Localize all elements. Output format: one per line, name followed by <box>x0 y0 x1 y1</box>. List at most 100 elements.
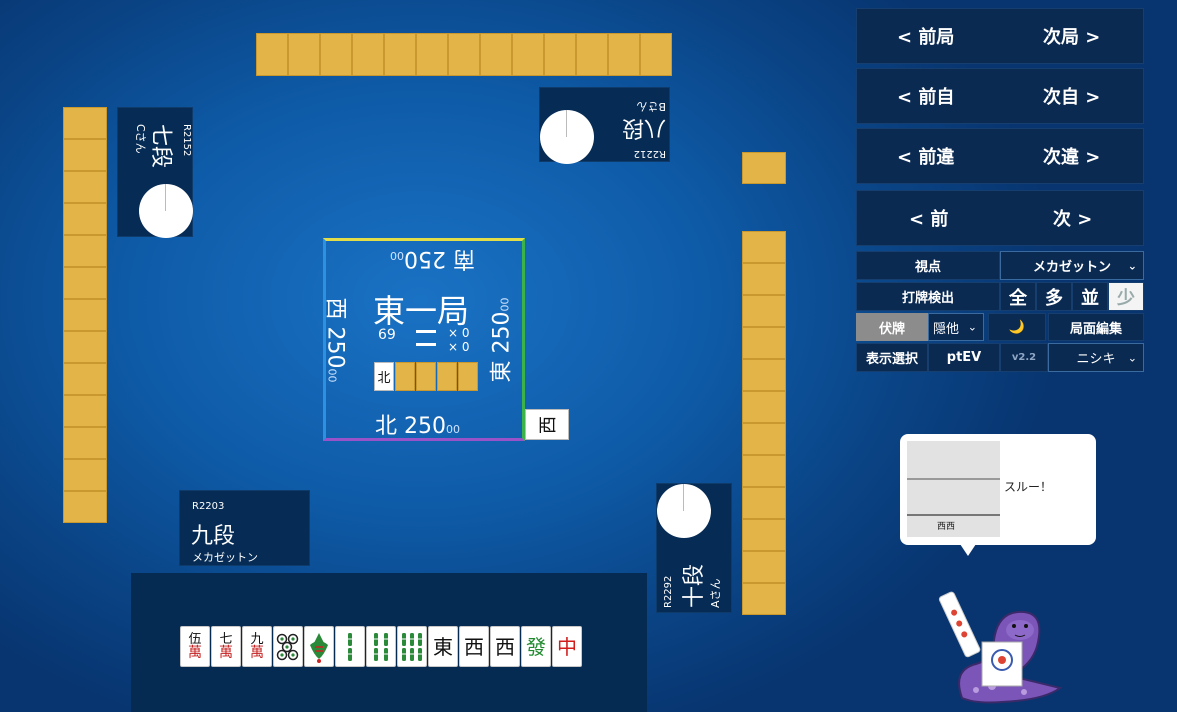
tile-back <box>448 33 480 76</box>
edit-position-button[interactable]: 局面編集 <box>1048 313 1144 341</box>
tile-back <box>63 235 107 267</box>
top-player-timer <box>540 110 594 164</box>
hand-tile[interactable] <box>273 626 303 667</box>
hand-tile[interactable]: 中 <box>552 626 582 667</box>
chart-line <box>907 478 1000 480</box>
right-player-name: Aさん <box>709 578 722 608</box>
tile-back <box>63 203 107 235</box>
hand-tile[interactable] <box>304 626 334 667</box>
hand-tile[interactable] <box>366 626 396 667</box>
top-player-hidden-tiles <box>256 33 672 76</box>
hand-tile[interactable]: 東 <box>428 626 458 667</box>
bottom-player-rate: R2203 <box>192 501 225 512</box>
tile-back <box>742 455 786 487</box>
bottom-player-rank: 九段 <box>191 524 236 549</box>
ai-select[interactable]: ニシキ⌄ <box>1048 343 1144 372</box>
sou-tile-icon <box>374 632 388 661</box>
top-player-rank: 八段 <box>621 115 666 140</box>
speech-bubble-tail <box>960 544 976 556</box>
tile-back <box>63 395 107 427</box>
display-select-button[interactable]: 表示選択 <box>856 343 928 372</box>
fuhai-select[interactable]: 隠他⌄ <box>928 313 984 341</box>
round-name: 東一局 <box>373 292 470 330</box>
detect-few-button[interactable]: 少 <box>1108 282 1144 311</box>
left-player-rank: 七段 <box>148 124 173 169</box>
tile-back <box>480 33 512 76</box>
south-wind-label: 南 <box>453 246 476 271</box>
dead-wall-tile <box>458 362 478 391</box>
north-wind-label: 北 <box>375 414 398 439</box>
next-round-button[interactable]: 次局 > <box>1043 27 1101 48</box>
tile-back <box>742 295 786 327</box>
dead-wall-tile <box>437 362 457 391</box>
tile-back <box>742 519 786 551</box>
viewpoint-select[interactable]: メカゼットン⌄ <box>1000 251 1144 280</box>
tile-back <box>544 33 576 76</box>
sou-tile-icon <box>348 632 352 661</box>
hand-tile[interactable] <box>335 626 365 667</box>
hand-tile[interactable]: 西 <box>459 626 489 667</box>
night-mode-icon[interactable]: 🌙 <box>988 313 1046 341</box>
left-player-panel: R2152 七段 Cさん <box>117 107 193 238</box>
diff-nav-row: < 前違 次違 > <box>856 128 1144 184</box>
tile-back <box>63 331 107 363</box>
right-player-timer <box>657 484 711 538</box>
right-player-rate: R2292 <box>663 575 674 608</box>
riichi-stick-icon <box>416 343 436 346</box>
next-self-button[interactable]: 次自 > <box>1043 87 1101 108</box>
fuhai-label: 伏牌 <box>856 313 928 341</box>
left-player-name: Cさん <box>134 124 147 154</box>
tile-back <box>512 33 544 76</box>
bottom-player-panel: R2203 九段 メカゼットン <box>179 490 310 566</box>
kyotaku-count: × 0 <box>448 340 470 354</box>
tile-honor: 發 <box>526 634 546 659</box>
south-score-cents: 00 <box>390 249 404 262</box>
ptev-button[interactable]: ptEV <box>928 343 1000 372</box>
chart-tile-label: 西西 <box>937 522 956 532</box>
tile-back <box>608 33 640 76</box>
center-info-box: 南 25000 西 25000 東 25000 北 25000 東一局 69 ×… <box>323 238 525 441</box>
prev-button[interactable]: < 前 <box>909 209 949 230</box>
east-score-value: 250 <box>489 311 515 354</box>
south-score: 南 25000 <box>390 245 475 277</box>
bird-tile-icon <box>310 632 328 663</box>
prev-round-button[interactable]: < 前局 <box>897 27 955 48</box>
east-score-cents: 00 <box>498 297 512 312</box>
hand-tile[interactable] <box>397 626 427 667</box>
tile-back <box>352 33 384 76</box>
next-diff-button[interactable]: 次違 > <box>1043 147 1101 168</box>
next-button[interactable]: 次 > <box>1053 209 1093 230</box>
tile-back <box>63 299 107 331</box>
tile-back <box>384 33 416 76</box>
detect-many-button[interactable]: 多 <box>1036 282 1072 311</box>
south-score-value: 250 <box>404 246 446 271</box>
fuhai-select-value: 隠他 <box>933 321 960 337</box>
dora-indicator-tile: 北 <box>374 362 394 391</box>
step-nav-row: < 前 次 > <box>856 190 1144 246</box>
detect-all-button[interactable]: 全 <box>1000 282 1036 311</box>
hand-tile[interactable]: 九萬 <box>242 626 272 667</box>
mascot-icon <box>938 591 1063 704</box>
hand-tile[interactable]: 發 <box>521 626 551 667</box>
tile-suit: 萬 <box>219 645 233 661</box>
tile-back <box>742 359 786 391</box>
tile-number: 伍 <box>188 632 202 647</box>
ai-comment: スルー！ <box>1004 480 1053 494</box>
ai-speech-bubble: 西西 スルー！ <box>900 434 1096 556</box>
prev-diff-button[interactable]: < 前違 <box>897 147 955 168</box>
hand-tile[interactable]: 七萬 <box>211 626 241 667</box>
round-nav-row: < 前局 次局 > <box>856 8 1144 64</box>
discarded-tile-face: 西 <box>538 415 559 434</box>
sou-tile-icon <box>402 632 422 661</box>
ai-select-value: ニシキ <box>1076 352 1116 367</box>
tile-back <box>742 263 786 295</box>
prev-self-button[interactable]: < 前自 <box>897 87 955 108</box>
tile-back <box>63 139 107 171</box>
detect-normal-button[interactable]: 並 <box>1072 282 1108 311</box>
tile-back <box>63 171 107 203</box>
pin-tile-icon <box>276 633 299 660</box>
tile-honor: 西 <box>464 634 484 659</box>
dead-wall-tile <box>416 362 436 391</box>
hand-tile[interactable]: 西 <box>490 626 520 667</box>
hand-tile[interactable]: 伍萬 <box>180 626 210 667</box>
